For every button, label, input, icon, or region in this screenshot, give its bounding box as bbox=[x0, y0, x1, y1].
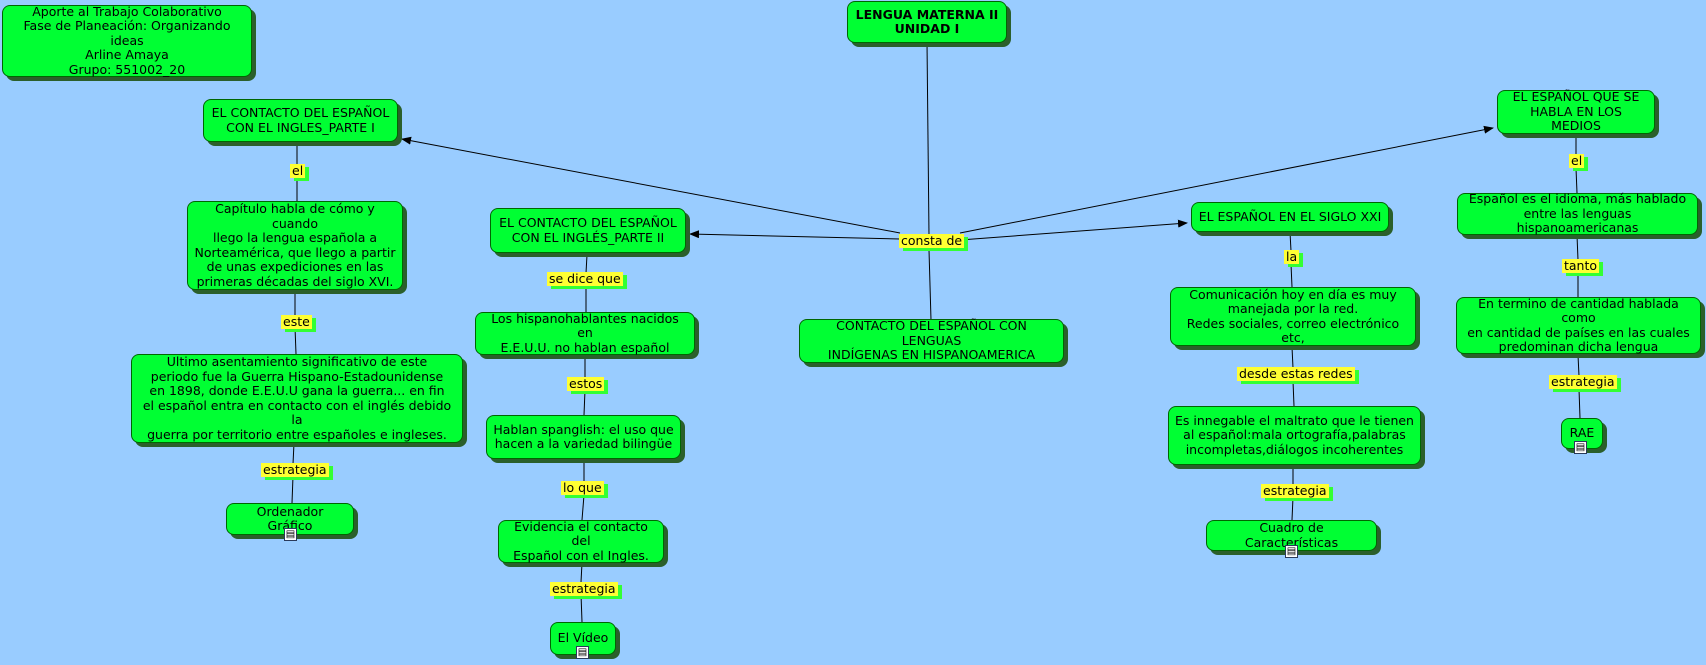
right2-link-1[interactable]: el bbox=[1569, 153, 1585, 168]
right2-title-node[interactable]: EL ESPAÑOL QUE SE HABLA EN LOS MEDIOS bbox=[1497, 90, 1655, 134]
edge-hub-left2 bbox=[689, 230, 901, 240]
document-icon[interactable]: ▤ bbox=[1285, 545, 1298, 558]
edge-hub-right1 bbox=[959, 219, 1188, 241]
edge-hub-right2 bbox=[959, 125, 1494, 234]
left2-link-1[interactable]: se dice que bbox=[547, 271, 623, 286]
document-icon[interactable]: ▤ bbox=[576, 646, 589, 659]
left1-title-node[interactable]: EL CONTACTO DEL ESPAÑOL CON EL INGLES_PA… bbox=[203, 99, 398, 142]
info-node[interactable]: Aporte al Trabajo Colaborativo Fase de P… bbox=[2, 4, 252, 77]
left2-concept-2[interactable]: Hablan spanglish: el uso que hacen a la … bbox=[486, 415, 681, 459]
left2-concept-1[interactable]: Los hispanohablantes nacidos en E.E.U.U.… bbox=[475, 311, 695, 355]
edge-hub-left1 bbox=[401, 136, 901, 234]
left2-link-2[interactable]: estos bbox=[567, 376, 605, 391]
right1-link-3[interactable]: estrategia bbox=[1261, 483, 1329, 498]
right2-concept-1[interactable]: Español es el idioma, más hablado entre … bbox=[1457, 192, 1698, 235]
left1-concept-1[interactable]: Capítulo habla de cómo y cuando llego la… bbox=[187, 201, 403, 290]
right2-link-2[interactable]: tanto bbox=[1562, 258, 1600, 273]
right1-title-node[interactable]: EL ESPAÑOL EN EL SIGLO XXI bbox=[1191, 202, 1389, 232]
right1-link-2[interactable]: desde estas redes bbox=[1237, 366, 1355, 381]
right1-concept-2[interactable]: Es innegable el maltrato que le tienen a… bbox=[1168, 406, 1421, 465]
edge-hub-center bbox=[928, 249, 932, 321]
left2-concept-3[interactable]: Evidencia el contacto del Español con el… bbox=[498, 519, 664, 563]
left2-link-4[interactable]: estrategia bbox=[550, 581, 618, 596]
document-icon[interactable]: ▤ bbox=[1574, 441, 1587, 454]
edge-title-hub bbox=[926, 41, 930, 237]
right2-resource-node[interactable]: RAE bbox=[1561, 418, 1603, 449]
left2-link-3[interactable]: lo que bbox=[561, 480, 604, 495]
left1-concept-2[interactable]: Ultimo asentamiento significativo de est… bbox=[131, 354, 463, 443]
title-node[interactable]: LENGUA MATERNA II UNIDAD I bbox=[847, 1, 1007, 43]
right2-concept-2[interactable]: En termino de cantidad hablada como en c… bbox=[1456, 296, 1701, 354]
left1-link-3[interactable]: estrategia bbox=[261, 462, 329, 477]
right1-concept-1[interactable]: Comunicación hoy en día es muy manejada … bbox=[1170, 287, 1416, 346]
left1-resource-node[interactable]: Ordenador Gráfico bbox=[226, 503, 354, 535]
center-concept-node[interactable]: CONTACTO DEL ESPAÑOL CON LENGUAS INDÍGEN… bbox=[799, 319, 1064, 363]
left2-title-node[interactable]: EL CONTACTO DEL ESPAÑOL CON EL INGLÉS_PA… bbox=[490, 208, 686, 253]
right2-link-3[interactable]: estrategia bbox=[1549, 374, 1617, 389]
left2-resource-node[interactable]: El Vídeo bbox=[550, 622, 616, 655]
left1-link-2[interactable]: este bbox=[281, 314, 312, 329]
right1-link-1[interactable]: la bbox=[1284, 249, 1300, 264]
hub-link-label[interactable]: consta de bbox=[899, 233, 965, 248]
left1-link-1[interactable]: el bbox=[290, 163, 306, 178]
document-icon[interactable]: ▤ bbox=[284, 528, 297, 541]
